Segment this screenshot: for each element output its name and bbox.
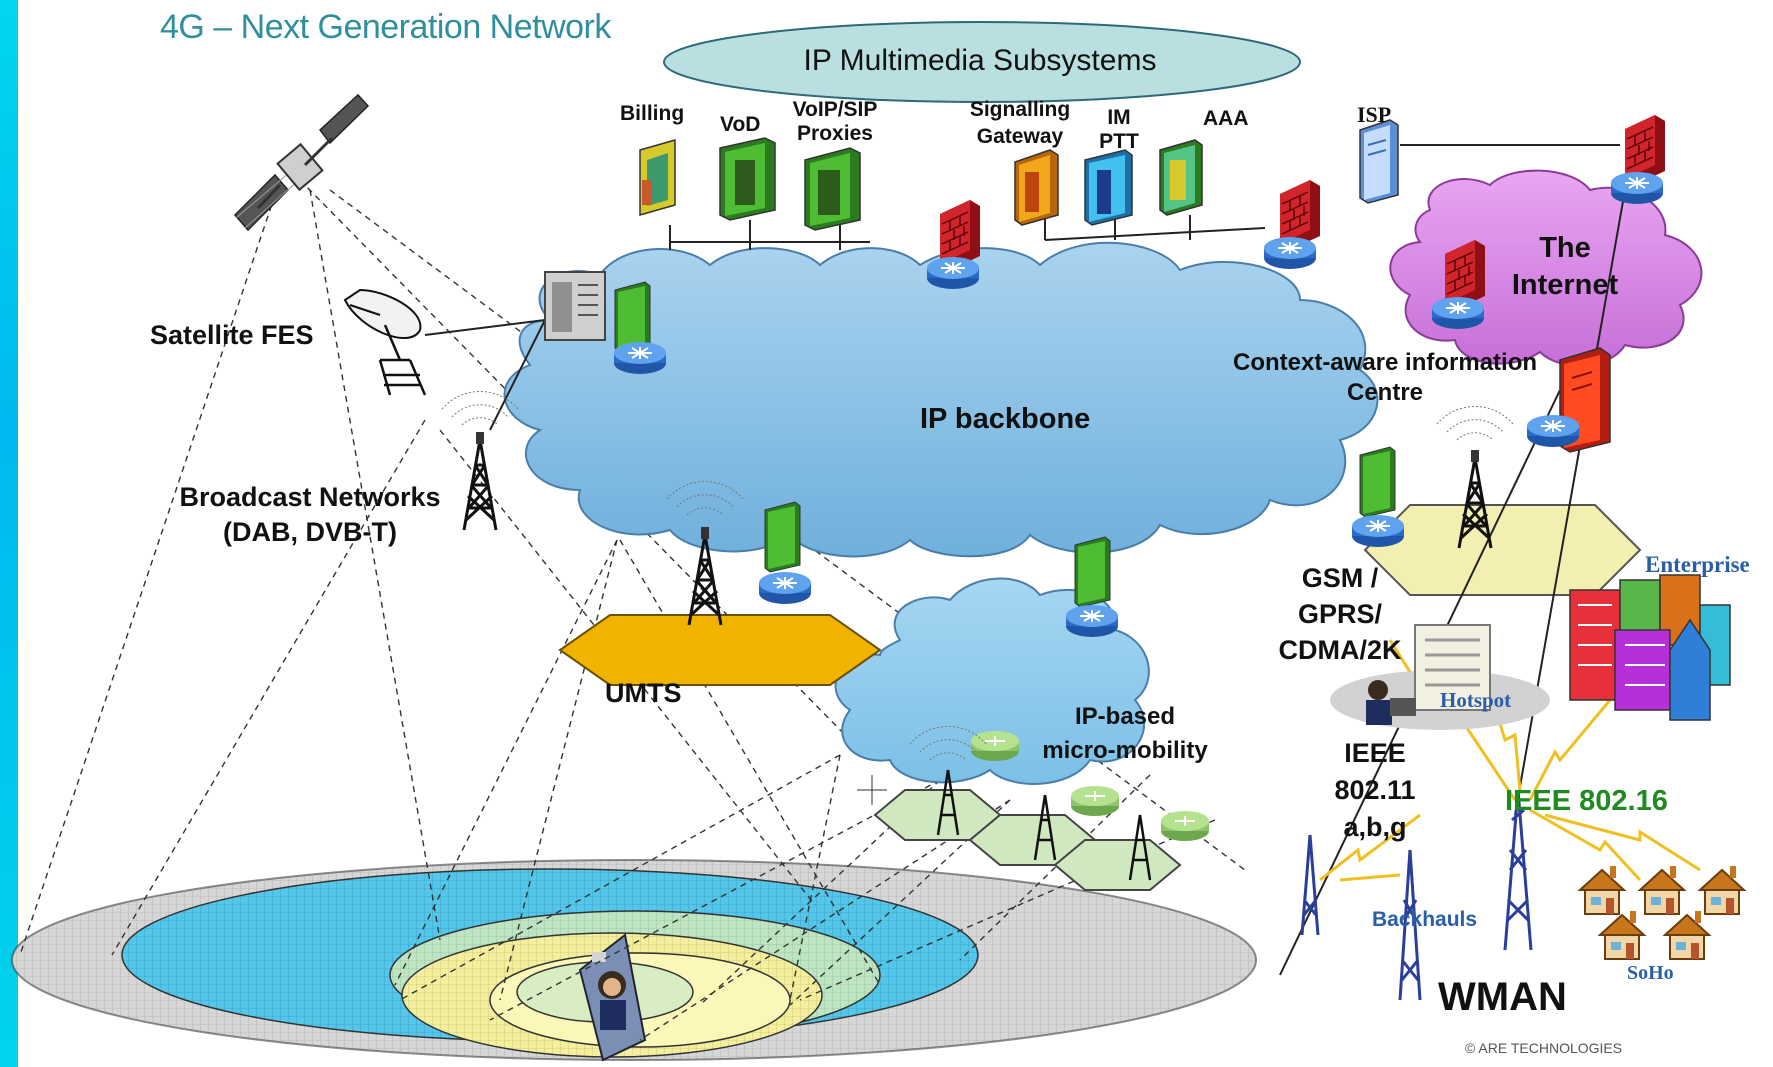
proxies-label-line: Proxies bbox=[797, 122, 873, 145]
hotspot-label: Hotspot bbox=[1440, 688, 1512, 712]
broadcast-networks-label: Broadcast Networks (DAB, DVB-T) bbox=[145, 480, 475, 550]
gateway-label-line: Gateway bbox=[976, 125, 1064, 148]
firewall-isp-icon bbox=[1610, 114, 1666, 205]
micro-mobility-label: IP-based micro-mobility bbox=[1005, 700, 1245, 768]
satellite-dish-icon bbox=[343, 288, 427, 396]
access-gateway-icon bbox=[613, 281, 667, 375]
gsm-label-line1: GSM / bbox=[1301, 563, 1379, 593]
aaa-server-icon bbox=[1159, 139, 1203, 216]
voip-label-line: VoIP/SIP bbox=[792, 98, 878, 121]
internet-label-line1: The bbox=[1539, 232, 1591, 264]
billing-server-icon bbox=[639, 139, 676, 216]
micro-tower-icon bbox=[1128, 814, 1152, 881]
cursor-crosshair-icon bbox=[857, 775, 887, 805]
left-edge-bar bbox=[0, 0, 18, 1067]
satellite-icon bbox=[233, 93, 370, 232]
vod-server-icon bbox=[719, 137, 776, 221]
ieee-80216-label: IEEE 802.16 bbox=[1505, 785, 1668, 817]
signalling-gateway-label: Signalling Gateway bbox=[960, 96, 1080, 150]
soho-houses-icon bbox=[1579, 865, 1745, 960]
micro-router-icon bbox=[1070, 785, 1120, 817]
vod-label: VoD bbox=[720, 113, 761, 136]
ieee11-label-line2: 802.11 bbox=[1334, 775, 1416, 805]
wman-tower-icon bbox=[1503, 789, 1533, 951]
ims-ellipse bbox=[663, 21, 1301, 103]
internet-label: The Internet bbox=[1490, 230, 1640, 304]
soho-label: SoHo bbox=[1627, 962, 1674, 984]
gsm-label-line2: GPRS/ bbox=[1297, 599, 1383, 629]
im-ptt-server-icon bbox=[1084, 149, 1133, 226]
ieee11-label-line3: a,b,g bbox=[1343, 812, 1407, 842]
umts-gateway-icon bbox=[758, 501, 812, 605]
gsm-label-line3: CDMA/2K bbox=[1278, 635, 1402, 665]
internet-label-line2: Internet bbox=[1511, 269, 1619, 301]
micro-tower-icon bbox=[1033, 794, 1057, 861]
micro-label-line1: IP-based bbox=[1074, 703, 1176, 730]
gsm-gprs-cdma-label: GSM / GPRS/ CDMA/2K bbox=[1255, 560, 1425, 668]
ip-backbone-cloud bbox=[503, 241, 1379, 558]
aaa-label: AAA bbox=[1203, 107, 1249, 130]
firewall-signalling-icon bbox=[1263, 179, 1321, 270]
im-label-line: IM bbox=[1107, 106, 1131, 129]
firewall-ims-icon bbox=[926, 199, 981, 290]
im-ptt-label: IM PTT bbox=[1095, 106, 1143, 154]
micro-mobility-gateway-icon bbox=[1065, 536, 1119, 638]
ptt-label-line: PTT bbox=[1099, 130, 1139, 153]
wman-label: WMAN bbox=[1438, 975, 1567, 1019]
micro-tower-icon bbox=[909, 725, 987, 836]
page-title: 4G – Next Generation Network bbox=[160, 8, 611, 46]
micro-label-line2: micro-mobility bbox=[1042, 737, 1208, 764]
context-label-line2: Centre bbox=[1346, 379, 1424, 406]
ims-label: IP Multimedia Subsystems bbox=[803, 44, 1157, 77]
voip-sip-label: VoIP/SIP Proxies bbox=[780, 98, 890, 146]
context-aware-label: Context-aware information Centre bbox=[1200, 348, 1570, 408]
broadcast-label-line1: Broadcast Networks bbox=[179, 482, 441, 512]
signalling-label-line: Signalling bbox=[969, 98, 1071, 121]
satellite-fes-label: Satellite FES bbox=[150, 320, 314, 350]
umts-cell-hexagon bbox=[558, 614, 882, 686]
backhaul-tower-icon bbox=[1300, 834, 1320, 936]
context-label-line1: Context-aware information bbox=[1232, 349, 1538, 376]
isp-server-icon bbox=[1359, 119, 1399, 204]
micro-router-icon bbox=[1160, 810, 1210, 842]
broadcast-label-line2: (DAB, DVB-T) bbox=[223, 517, 397, 547]
billing-label: Billing bbox=[620, 102, 685, 125]
mobile-user-icon bbox=[578, 933, 647, 1062]
copyright-label: © ARE TECHNOLOGIES bbox=[1465, 1040, 1623, 1056]
backhaul-tower-icon bbox=[1398, 849, 1422, 1001]
backhauls-label: Backhauls bbox=[1372, 908, 1478, 931]
enterprise-label: Enterprise bbox=[1645, 552, 1750, 577]
umts-label: UMTS bbox=[605, 678, 682, 708]
voip-proxy-server-icon bbox=[804, 147, 861, 231]
ip-backbone-label: IP backbone bbox=[920, 403, 1091, 435]
base-station-cabinet-icon bbox=[544, 271, 606, 341]
signalling-gateway-icon bbox=[1014, 149, 1059, 226]
ieee-80211-label: IEEE 802.11 a,b,g bbox=[1320, 735, 1430, 846]
hotspot-icon bbox=[1330, 624, 1550, 730]
isp-label: ISP bbox=[1357, 102, 1392, 127]
context-router-icon bbox=[1526, 414, 1580, 448]
micro-cells bbox=[873, 789, 1182, 891]
ieee11-label-line1: IEEE bbox=[1344, 738, 1406, 768]
enterprise-buildings-icon bbox=[1569, 574, 1731, 721]
gsm-gateway-icon bbox=[1351, 446, 1405, 548]
